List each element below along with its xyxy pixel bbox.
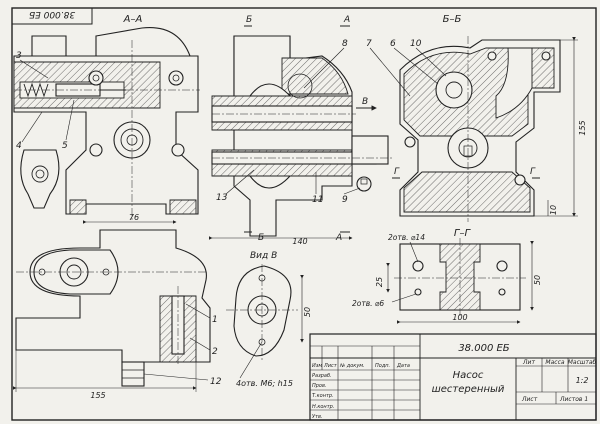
- callout-2: 2: [212, 347, 218, 357]
- dim-10: 10: [549, 205, 558, 215]
- title-block: 38.000 ЕБ Насос шестеренный Лит Масса Ма…: [309, 333, 597, 421]
- callout-6: 6: [390, 39, 396, 49]
- dim-50-view-v: 50: [303, 307, 312, 317]
- dim-100: 100: [452, 313, 467, 322]
- title-line-1: Насос: [453, 370, 484, 381]
- section-a-label: А–А: [123, 14, 143, 25]
- row-utv: Утв.: [312, 414, 323, 420]
- holes-6-note: 2отв. ⌀6: [352, 299, 384, 308]
- dim-155-horizontal: 155: [90, 391, 105, 400]
- callout-4: 4: [16, 141, 22, 151]
- callout-1: 1: [212, 315, 218, 325]
- dim-140: 140: [292, 237, 307, 246]
- holes-14-note: 2отв. ⌀14: [388, 233, 425, 242]
- scale-value: 1:2: [576, 376, 589, 385]
- callout-13: 13: [216, 193, 228, 203]
- col-lit: Лит: [522, 359, 535, 366]
- callout-7: 7: [366, 39, 372, 49]
- col-scale: Масштаб: [568, 359, 597, 366]
- row-prov: Пров.: [312, 383, 327, 389]
- view-v: Вид В 50 4отв. М6; h15: [226, 251, 312, 388]
- cut-g-right: Г: [530, 167, 536, 177]
- cut-g-left: Г: [394, 167, 400, 177]
- callout-11: 11: [312, 195, 323, 205]
- sheet-frame: [11, 7, 597, 421]
- hdr-list: Лист: [323, 363, 338, 369]
- front-section-view: Б А Б А 140 В 8 1: [209, 15, 392, 246]
- corner-code-box: 38.000 ЕБ: [11, 7, 93, 25]
- callout-9: 9: [342, 195, 348, 205]
- section-a-a-view: А–А 76: [13, 14, 200, 224]
- title-doc-code: 38.000 ЕБ: [458, 343, 509, 354]
- sheet-label: Лист: [521, 396, 538, 403]
- callout-8: 8: [342, 39, 348, 49]
- title-line-2: шестеренный: [432, 384, 505, 395]
- row-razrab: Разраб.: [312, 373, 332, 379]
- dim-25: 25: [375, 277, 384, 287]
- callout-5: 5: [62, 141, 68, 151]
- dim-50-g: 50: [533, 275, 542, 285]
- row-tkontr: Т.контр.: [312, 393, 334, 399]
- section-g-label: Г–Г: [454, 228, 472, 239]
- section-b-label: Б–Б: [443, 14, 462, 25]
- dim-76: 76: [129, 213, 139, 222]
- section-b-b-view: Б–Б Г Г 155 10 7 6: [366, 14, 587, 222]
- hdr-ndoc: № докум.: [339, 363, 365, 369]
- hdr-sign: Подп.: [375, 363, 390, 369]
- cut-a-top: А: [343, 15, 350, 25]
- cut-b-top: Б: [246, 15, 252, 25]
- callout-10: 10: [410, 39, 422, 49]
- hdr-izm: Изм: [312, 363, 322, 369]
- side-view: 155 1 2 12: [13, 229, 222, 400]
- callout-12: 12: [210, 377, 222, 387]
- row-nkontr: Н.контр.: [312, 404, 334, 410]
- arrow-v-label: В: [362, 97, 368, 107]
- corner-code: 38.000 ЕБ: [29, 9, 75, 19]
- dim-155-vertical: 155: [578, 120, 587, 135]
- sheets-label: Листов 1: [559, 396, 588, 403]
- section-g-g-view: Г–Г 100 50 25 2отв. ⌀14 2отв. ⌀6: [352, 228, 542, 324]
- view-v-label: Вид В: [250, 251, 277, 261]
- col-mass: Масса: [545, 359, 564, 366]
- threads-note: 4отв. М6; h15: [236, 379, 293, 388]
- hdr-date: Дата: [396, 363, 410, 369]
- callout-3: 3: [16, 51, 22, 61]
